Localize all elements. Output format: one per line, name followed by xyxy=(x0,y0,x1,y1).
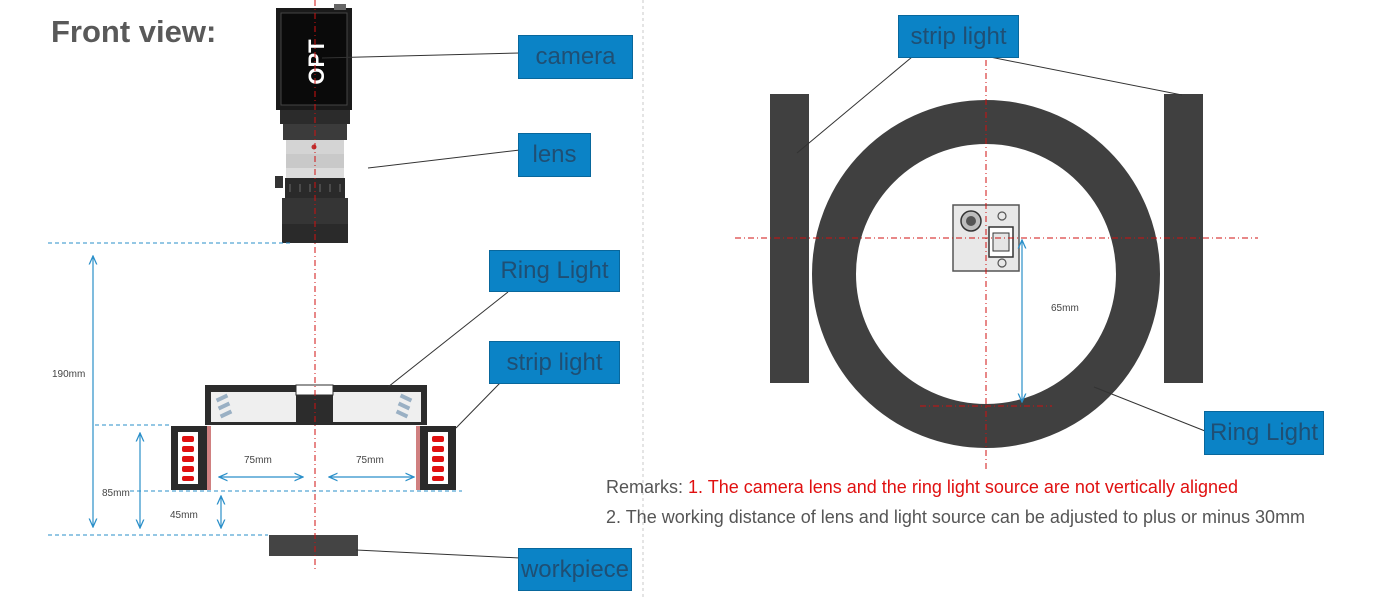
lens-label: lens xyxy=(518,133,591,177)
camera-illustration: OPT xyxy=(276,4,352,110)
dim-75-left-text: 75mm xyxy=(244,455,272,466)
remarks-line-2: 2. The working distance of lens and ligh… xyxy=(606,507,1305,528)
workpiece-block xyxy=(269,535,358,556)
dim-85-text: 85mm xyxy=(102,488,130,499)
remark-note-1: 1. The camera lens and the ring light so… xyxy=(688,477,1238,497)
dim-65-text: 65mm xyxy=(1051,303,1079,314)
strip-light-top-right xyxy=(1164,94,1203,383)
remarks-prefix: Remarks: xyxy=(606,477,689,497)
lens-illustration xyxy=(275,110,350,243)
camera-label: camera xyxy=(518,35,633,79)
ring-light-front xyxy=(205,384,427,425)
camera-brand-text: OPT xyxy=(304,39,329,85)
reference-lines xyxy=(48,242,462,536)
dimension-arrows xyxy=(93,256,414,528)
strip-light-front-label: strip light xyxy=(489,341,620,384)
dim-75-right-text: 75mm xyxy=(356,455,384,466)
dim-45-text: 45mm xyxy=(170,510,198,521)
workpiece-label: workpiece xyxy=(518,548,632,591)
strip-light-front-left xyxy=(171,426,211,490)
remark-note-2: 2. The working distance of lens and ligh… xyxy=(606,507,1306,527)
top-leader-lines xyxy=(796,56,1206,432)
top-center-axes xyxy=(735,60,1258,470)
strip-light-front-right xyxy=(416,426,456,490)
strip-light-top-label: strip light xyxy=(898,15,1019,58)
front-leader-lines xyxy=(321,52,521,559)
dim-190-text: 190mm xyxy=(52,369,85,380)
ring-light-top-label: Ring Light xyxy=(1204,411,1324,455)
ring-light-front-label: Ring Light xyxy=(489,250,620,292)
remarks-line-1: Remarks: 1. The camera lens and the ring… xyxy=(606,477,1238,498)
front-view-title: Front view: xyxy=(51,14,217,49)
